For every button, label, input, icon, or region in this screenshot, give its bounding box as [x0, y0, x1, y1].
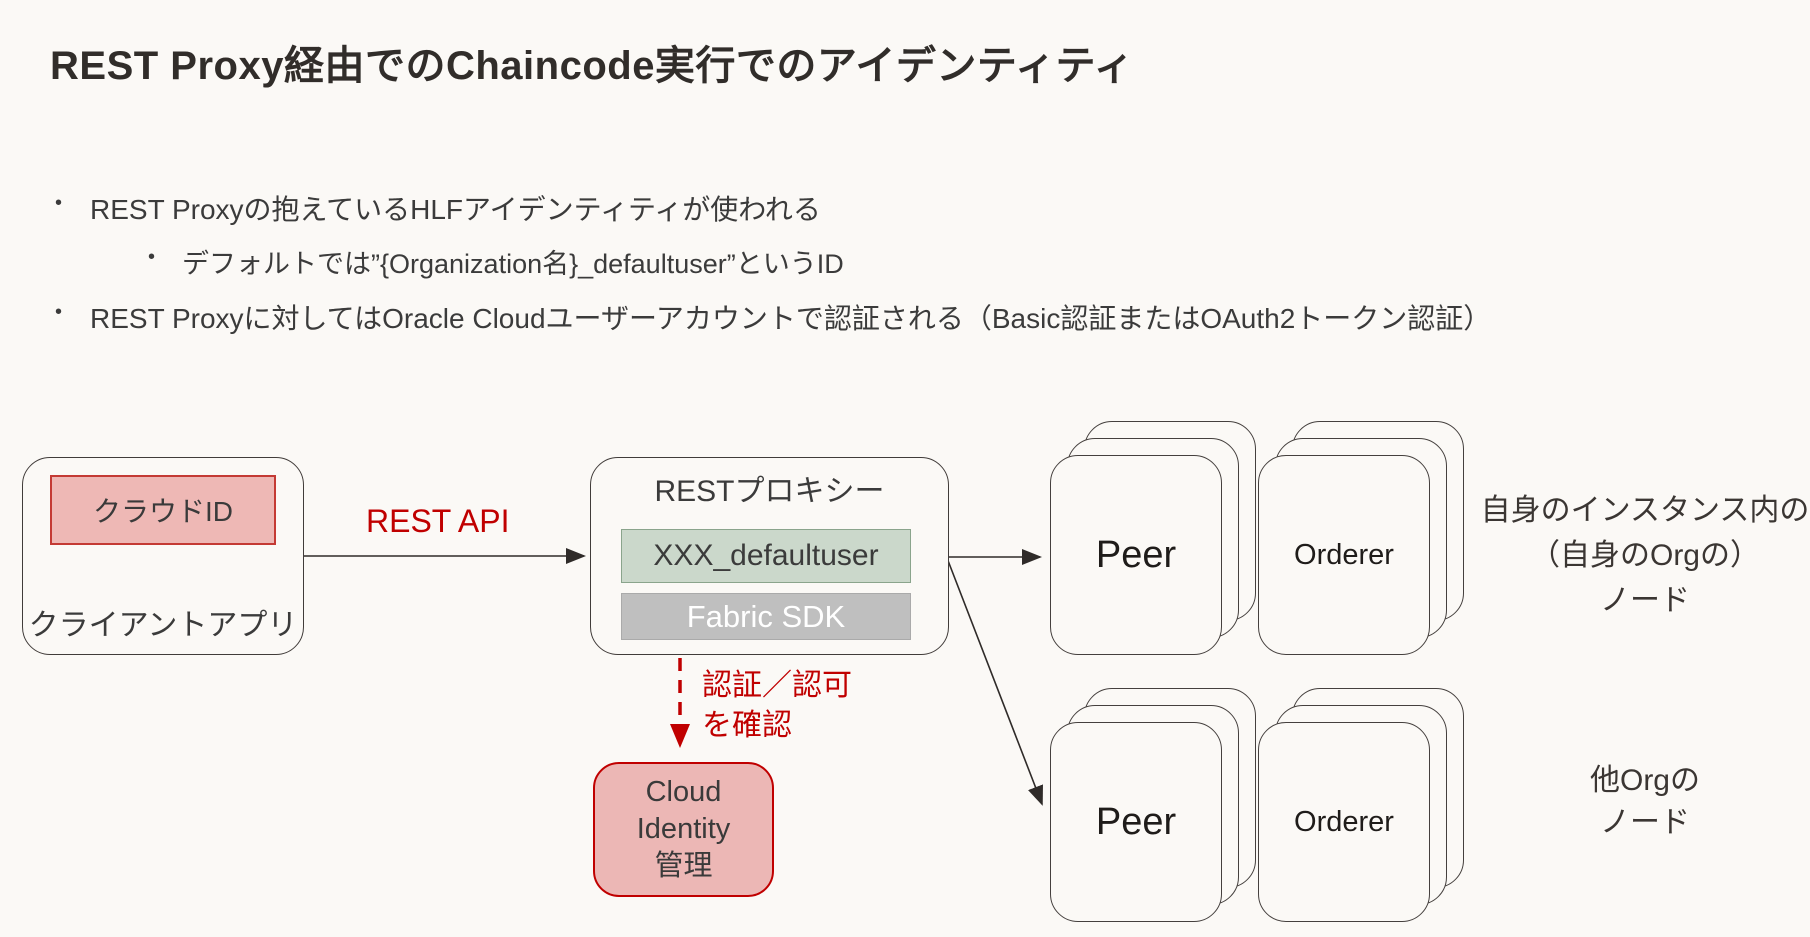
own-peer-card: Peer	[1050, 455, 1222, 655]
auth-check-note-line1: 認証／認可	[702, 669, 852, 702]
default-user-chip: XXX_defaultuser	[621, 529, 911, 583]
bullet-item-1-text: REST Proxyの抱えているHLFアイデンティティが使われる	[90, 194, 821, 225]
bullet-marker: •	[55, 192, 63, 214]
rest-api-arrow-label: REST API	[366, 503, 510, 539]
client-app-box: クラウドID クライアントアプリ	[22, 457, 304, 655]
other-orderer-card: Orderer	[1258, 722, 1430, 922]
client-app-label: クライアントアプリ	[28, 609, 298, 642]
own-orderer-card: Orderer	[1258, 455, 1430, 655]
other-nodes-caption-line1: 他Orgの	[1589, 764, 1700, 797]
cloud-identity-line3: 管理	[654, 850, 713, 882]
bullet-item-1-sub: • デフォルトでは”{Organization名}_defaultuser”とい…	[148, 242, 844, 281]
own-nodes-caption: 自身のインスタンス内の （自身のOrgの） ノード	[1475, 488, 1810, 623]
other-nodes-caption: 他Orgの ノード	[1520, 760, 1770, 844]
page-title: REST Proxy経由でのChaincode実行でのアイデンティティ	[50, 44, 1135, 88]
other-orderer-stack: Orderer	[1258, 688, 1464, 922]
peer-label: Peer	[1095, 533, 1177, 576]
orderer-label: Orderer	[1294, 805, 1394, 838]
own-orderer-stack: Orderer	[1258, 421, 1464, 655]
proxy-to-other-peer-arrow	[946, 557, 1043, 806]
own-peer-stack: Peer	[1050, 421, 1256, 655]
fabric-sdk-chip: Fabric SDK	[621, 593, 911, 640]
cloud-identity-line1: Cloud	[645, 776, 722, 808]
own-nodes-caption-line3: ノード	[1600, 584, 1690, 617]
cloud-identity-line2: Identity	[636, 813, 731, 845]
bullet-marker: •	[55, 301, 63, 323]
bullet-item-1: • REST Proxyの抱えているHLFアイデンティティが使われる	[55, 188, 821, 228]
cloud-id-badge: クラウドID	[50, 475, 276, 545]
bullet-item-2-text: REST Proxyに対してはOracle Cloudユーザーアカウントで認証さ…	[90, 303, 1492, 334]
orderer-label: Orderer	[1294, 538, 1394, 571]
other-peer-stack: Peer	[1050, 688, 1256, 922]
other-peer-card: Peer	[1050, 722, 1222, 922]
bullet-marker: •	[148, 246, 156, 268]
cloud-identity-box: Cloud Identity 管理	[593, 762, 774, 897]
bullet-item-1-sub-text: デフォルトでは”{Organization名}_defaultuser”というI…	[182, 249, 844, 279]
rest-proxy-title: RESTプロキシー	[654, 475, 885, 508]
peer-label: Peer	[1095, 800, 1177, 843]
own-nodes-caption-line1: 自身のインスタンス内の	[1480, 494, 1810, 527]
auth-check-note: 認証／認可 を確認	[702, 666, 852, 746]
other-nodes-caption-line2: ノード	[1600, 806, 1690, 839]
own-nodes-caption-line2: （自身のOrgの）	[1529, 539, 1760, 572]
rest-proxy-box: RESTプロキシー XXX_defaultuser Fabric SDK	[590, 457, 949, 655]
bullet-item-2: • REST Proxyに対してはOracle Cloudユーザーアカウントで認…	[55, 297, 1491, 337]
auth-check-note-line2: を確認	[702, 709, 792, 742]
